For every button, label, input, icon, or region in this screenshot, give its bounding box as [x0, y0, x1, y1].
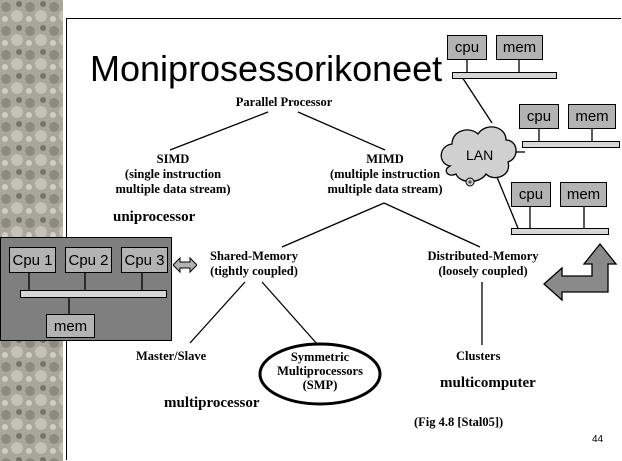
cpu3-box: Cpu 3 — [121, 247, 168, 273]
node3-cpu: cpu — [511, 182, 551, 207]
simd-node: SIMD (single instruction multiple data s… — [108, 152, 238, 197]
smp-bus — [20, 290, 167, 298]
page-number: 44 — [592, 434, 604, 445]
node2-cpu: cpu — [519, 104, 559, 129]
smp-line2: Multiprocessors — [277, 364, 363, 378]
distributed-line1: Distributed-Memory — [427, 249, 539, 263]
citation: (Fig 4.8 [Stal05]) — [414, 415, 504, 429]
smp-ellipse — [258, 342, 382, 406]
mem-box: mem — [46, 314, 95, 338]
node1-cpu: cpu — [447, 35, 487, 60]
double-arrow-icon — [173, 256, 197, 274]
decorative-border — [0, 0, 72, 461]
root-node: Parallel Processor — [235, 95, 333, 109]
mimd-line2: (multiple instruction — [329, 167, 441, 181]
slide-title: Moniprosessorikoneet — [90, 48, 443, 89]
shared-memory-node: Shared-Memory (tightly coupled) — [194, 249, 314, 279]
smp-node: Symmetric Multiprocessors (SMP) — [270, 350, 370, 392]
smp-line3: (SMP) — [302, 378, 338, 392]
mimd-line3: multiple data stream) — [327, 182, 443, 196]
lan-cloud — [440, 126, 517, 187]
simd-line2: (single instruction — [124, 167, 222, 181]
shared-line1: Shared-Memory — [210, 249, 298, 263]
node3-links — [529, 207, 585, 229]
node2-mem: mem — [568, 104, 616, 129]
node2-links — [538, 129, 593, 141]
multicomputer-label: multicomputer — [440, 375, 536, 391]
mimd-line1: MIMD — [366, 152, 404, 166]
node2-bus — [522, 141, 620, 148]
distributed-memory-node: Distributed-Memory (loosely coupled) — [412, 249, 554, 279]
cpu1-box: Cpu 1 — [9, 247, 56, 273]
multiprocessor-label: multiprocessor — [164, 395, 260, 411]
smp-line1: Symmetric — [290, 350, 350, 364]
shared-line2: (tightly coupled) — [210, 264, 298, 278]
lan-label: LAN — [466, 147, 494, 163]
node3-mem: mem — [560, 182, 607, 207]
cpu2-box: Cpu 2 — [65, 247, 112, 273]
node1-bus — [452, 72, 557, 79]
clusters-node: Clusters — [456, 349, 501, 363]
distributed-line2: (loosely coupled) — [438, 264, 528, 278]
node3-bus — [511, 228, 609, 235]
simd-line1: SIMD — [156, 152, 190, 166]
smp-panel-lines — [28, 273, 143, 314]
mimd-node: MIMD (multiple instruction multiple data… — [300, 152, 470, 197]
master-slave-node: Master/Slave — [136, 349, 207, 363]
turn-arrow-icon — [543, 242, 618, 302]
uniprocessor-label: uniprocessor — [113, 209, 196, 225]
simd-line3: multiple data stream) — [115, 182, 231, 196]
node1-links — [466, 60, 520, 72]
node1-mem: mem — [496, 35, 543, 60]
